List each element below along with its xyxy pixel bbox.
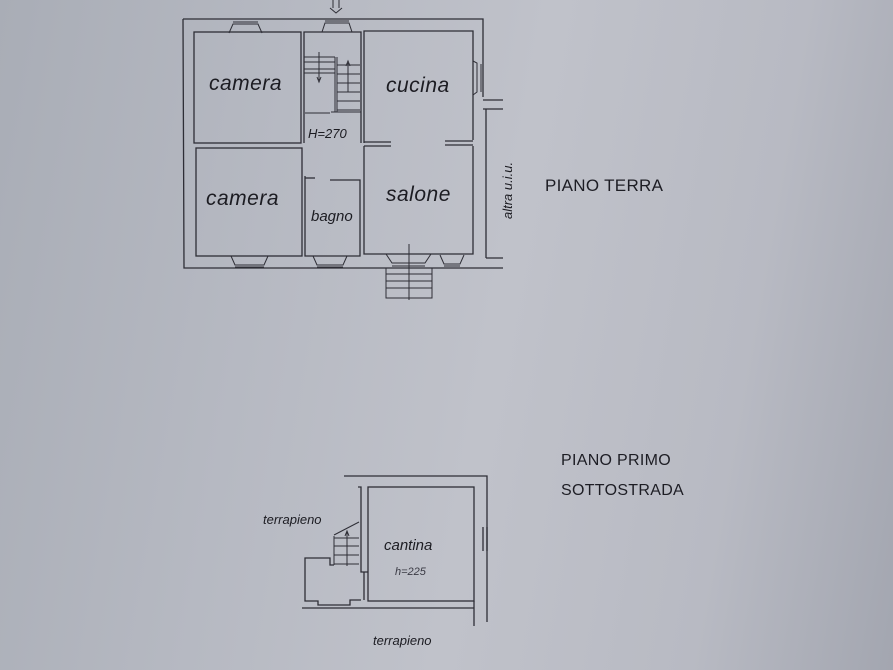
basement-title-line2: SOTTOSTRADA <box>561 482 685 499</box>
room-label-camera-1: camera <box>209 72 283 95</box>
ceiling-height-label: H=270 <box>308 126 347 141</box>
room-camera-2-outline <box>195 147 303 257</box>
entrance-steps-icon <box>385 244 433 300</box>
window-icon <box>472 60 482 96</box>
basement-ceiling-height-label: h=225 <box>395 566 426 578</box>
room-cantina-outline <box>367 486 475 602</box>
ground-floor-title: PIANO TERRA <box>545 176 664 195</box>
staircase-icon <box>304 52 361 114</box>
adjacent-unit-label: altra u.i.u. <box>500 161 515 219</box>
room-label-camera-2: camera <box>206 187 280 210</box>
terrapieno-left-label: terrapieno <box>263 512 322 527</box>
room-camera-1-outline <box>193 31 302 144</box>
window-icon <box>228 20 353 34</box>
terrapieno-bottom-label: terrapieno <box>373 633 432 648</box>
staircase-icon <box>333 521 360 566</box>
entrance-arrow-icon <box>329 0 343 14</box>
room-label-cucina: cucina <box>386 74 450 97</box>
basement-plan <box>302 475 488 626</box>
room-label-bagno: bagno <box>311 208 353 225</box>
basement-title-line1: PIANO PRIMO <box>561 452 671 469</box>
room-label-salone: salone <box>386 183 451 206</box>
room-label-cantina: cantina <box>384 537 433 554</box>
